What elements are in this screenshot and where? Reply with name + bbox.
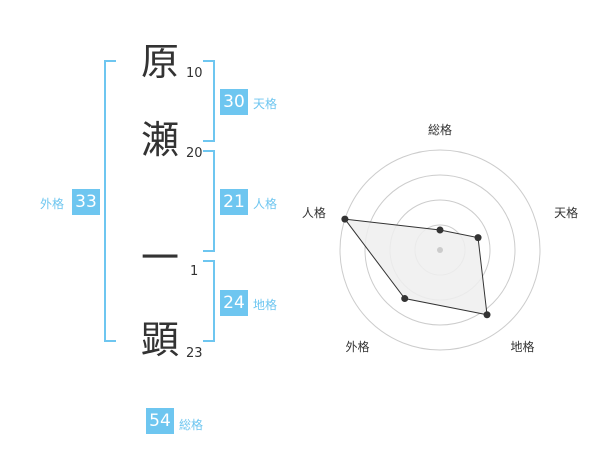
radar-point-0 bbox=[436, 226, 444, 234]
radar-point-2 bbox=[483, 311, 491, 319]
radar-ring-3 bbox=[364, 174, 516, 326]
chikaku-bracket bbox=[203, 260, 215, 342]
radar-point-4 bbox=[341, 215, 349, 223]
soukaku-label: 総格 bbox=[179, 418, 204, 432]
gaikaku-bracket bbox=[104, 60, 116, 342]
radar-axis-label-0: 総格 bbox=[428, 122, 452, 137]
radar-points bbox=[341, 215, 491, 319]
radar-polygon bbox=[343, 218, 488, 316]
gaikaku-value: 33 bbox=[72, 189, 100, 215]
stroke-count-2: 20 bbox=[186, 146, 203, 161]
tenkaku-bracket bbox=[203, 60, 215, 142]
radar-ring-4 bbox=[339, 149, 541, 351]
tenkaku-value: 30 bbox=[220, 89, 248, 115]
radar-point-1 bbox=[474, 234, 482, 242]
radar-axis-label-2: 地格 bbox=[511, 339, 535, 354]
stroke-count-4: 23 bbox=[186, 346, 203, 361]
chikaku-label: 地格 bbox=[253, 298, 278, 312]
chikaku-value: 24 bbox=[220, 290, 248, 316]
jinkaku-bracket bbox=[203, 150, 215, 252]
stroke-count-1: 10 bbox=[186, 66, 203, 81]
gaikaku-label: 外格 bbox=[40, 197, 65, 211]
name-char-2: 瀬 bbox=[140, 118, 179, 162]
tenkaku-label: 天格 bbox=[253, 97, 278, 111]
radar-point-3 bbox=[401, 295, 409, 303]
stroke-count-3: 1 bbox=[190, 264, 199, 279]
radar-axis-label-4: 人格 bbox=[302, 205, 326, 220]
radar-center bbox=[437, 247, 443, 253]
soukaku-value: 54 bbox=[146, 408, 174, 434]
name-char-4: 顕 bbox=[140, 318, 179, 362]
radar-axis-label-3: 外格 bbox=[345, 339, 369, 354]
jinkaku-value: 21 bbox=[220, 189, 248, 215]
jinkaku-label: 人格 bbox=[253, 197, 278, 211]
radar-axis-label-1: 天格 bbox=[554, 205, 578, 220]
name-char-1: 原 bbox=[140, 40, 179, 84]
name-char-3: 一 bbox=[140, 236, 179, 280]
